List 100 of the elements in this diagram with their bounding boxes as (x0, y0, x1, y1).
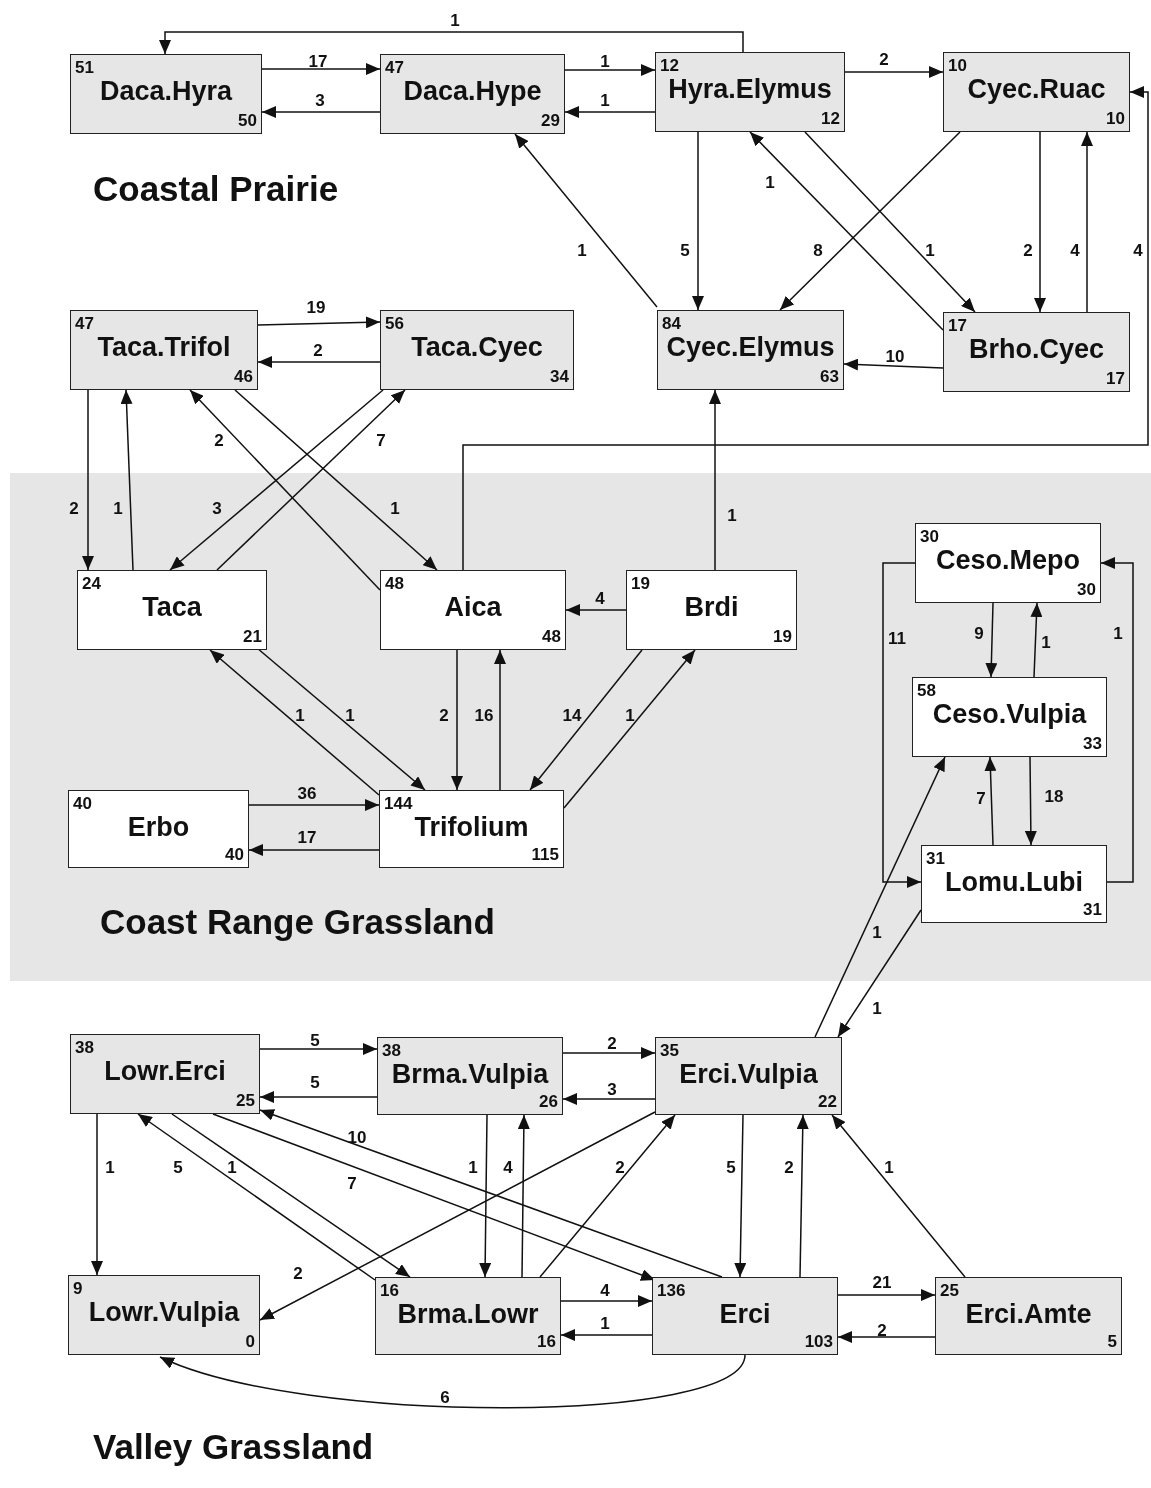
count-label: 48 (542, 628, 561, 645)
arrow (734, 1114, 747, 1278)
arrow (91, 1113, 103, 1276)
edge-label: 2 (293, 1264, 303, 1282)
arrow (563, 649, 696, 809)
edge-label: 2 (877, 1321, 887, 1339)
edge-label: 5 (310, 1031, 320, 1049)
arrow (692, 131, 704, 311)
arrow (514, 133, 658, 308)
species-name: Taca (141, 593, 203, 623)
arrow (257, 316, 381, 329)
species-name: Hyra.Elymus (667, 75, 833, 105)
count-label: 35 (660, 1042, 679, 1059)
count-label: 26 (539, 1093, 558, 1110)
species-box (915, 523, 1101, 603)
arrow (985, 602, 998, 678)
species-box (943, 312, 1130, 392)
count-label: 50 (238, 112, 257, 129)
arrow (159, 31, 744, 55)
edge-label: 1 (765, 173, 775, 191)
edge-label: 1 (872, 923, 882, 941)
region-label: Valley Grassland (93, 1428, 374, 1467)
edge-label: 2 (1023, 241, 1033, 259)
arrow (804, 131, 976, 313)
edge-label: 1 (600, 91, 610, 109)
edge-label: 3 (212, 499, 222, 517)
edge-label: 4 (1070, 241, 1080, 259)
arrow (494, 649, 506, 791)
species-name: Ceso.Mepo (935, 546, 1081, 576)
count-label: 144 (384, 795, 413, 812)
edge-label: 6 (440, 1388, 450, 1406)
edge-label: 1 (727, 506, 737, 524)
edge-label: 4 (595, 589, 605, 607)
edge-label: 5 (310, 1073, 320, 1091)
count-label: 40 (225, 846, 244, 863)
species-box (912, 677, 1107, 757)
species-name: Taca.Cyec (410, 333, 544, 363)
region-label: Coast Range Grassland (100, 903, 495, 942)
species-box (935, 1277, 1122, 1355)
edge-label: 1 (113, 499, 123, 517)
edge-label: 18 (1044, 787, 1064, 805)
arrow (562, 1047, 656, 1059)
edge-label: 2 (615, 1158, 625, 1176)
edge-label: 8 (813, 241, 823, 259)
count-label: 84 (662, 315, 681, 332)
edge-label: 2 (214, 431, 224, 449)
arrow (564, 64, 656, 76)
count-label: 51 (75, 59, 94, 76)
arrow (709, 389, 721, 571)
species-name: Cyec.Ruac (966, 75, 1107, 105)
region-label: Coastal Prairie (93, 170, 339, 209)
arrow (259, 1043, 378, 1055)
edge-label: 7 (347, 1174, 357, 1192)
arrow (882, 562, 922, 888)
arrow (837, 1289, 936, 1301)
species-name: Trifolium (413, 813, 530, 843)
count-label: 5 (1107, 1333, 1117, 1350)
count-label: 29 (541, 112, 560, 129)
species-box (70, 310, 258, 390)
species-name: Brho.Cyec (967, 335, 1105, 365)
edge-label: 19 (306, 298, 326, 316)
species-name: Daca.Hype (402, 77, 543, 107)
arrow (216, 389, 406, 571)
species-box (68, 1275, 260, 1355)
arrow (844, 66, 944, 78)
count-label: 56 (385, 315, 404, 332)
arrow (451, 649, 463, 791)
arrow (843, 358, 944, 371)
arrow (257, 356, 381, 368)
species-name: Lowr.Vulpia (87, 1298, 241, 1328)
edge-label: 4 (600, 1281, 610, 1299)
species-name: Erci.Amte (964, 1300, 1093, 1330)
species-name: Cyec.Elymus (665, 333, 836, 363)
species-box (626, 570, 797, 650)
edge-label: 10 (885, 347, 905, 365)
arrow (564, 106, 656, 118)
edge-label: 5 (173, 1158, 183, 1176)
edge-label: 1 (468, 1158, 478, 1176)
species-name: Daca.Hyra (98, 77, 234, 107)
count-label: 19 (773, 628, 792, 645)
arrow (1081, 131, 1093, 313)
species-name: Erci.Vulpia (678, 1060, 819, 1090)
arrow (814, 756, 946, 1038)
edge-label: 4 (1133, 241, 1143, 259)
count-label: 16 (380, 1282, 399, 1299)
arrow (159, 1354, 746, 1409)
count-label: 30 (1077, 581, 1096, 598)
count-label: 58 (917, 682, 936, 699)
edge-label: 2 (879, 50, 889, 68)
count-label: 25 (940, 1282, 959, 1299)
edge-label: 14 (562, 706, 582, 724)
arrow (1024, 756, 1037, 846)
arrow (462, 86, 1149, 571)
count-label: 47 (75, 315, 94, 332)
count-label: 30 (920, 528, 939, 545)
count-label: 25 (236, 1092, 255, 1109)
edge-label: 2 (607, 1034, 617, 1052)
count-label: 38 (382, 1042, 401, 1059)
edge-label: 10 (347, 1128, 367, 1146)
species-box (943, 52, 1130, 132)
